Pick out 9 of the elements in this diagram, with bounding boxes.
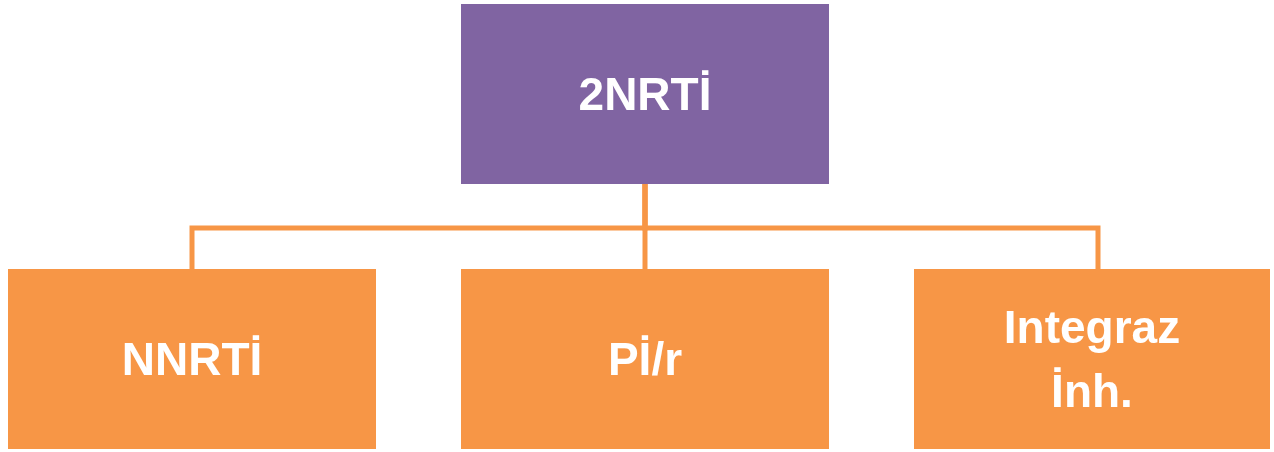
box-label: NNRTİ [121,332,263,387]
category-box [8,269,376,449]
category-box [461,269,829,449]
category-box [461,4,829,184]
box-label: 2NRTİ [578,67,712,122]
category-box [914,269,1270,449]
box-label: Pİ/r [607,332,683,387]
box-label: Integraz İnh. [1002,300,1182,419]
connector-line [642,184,1101,269]
